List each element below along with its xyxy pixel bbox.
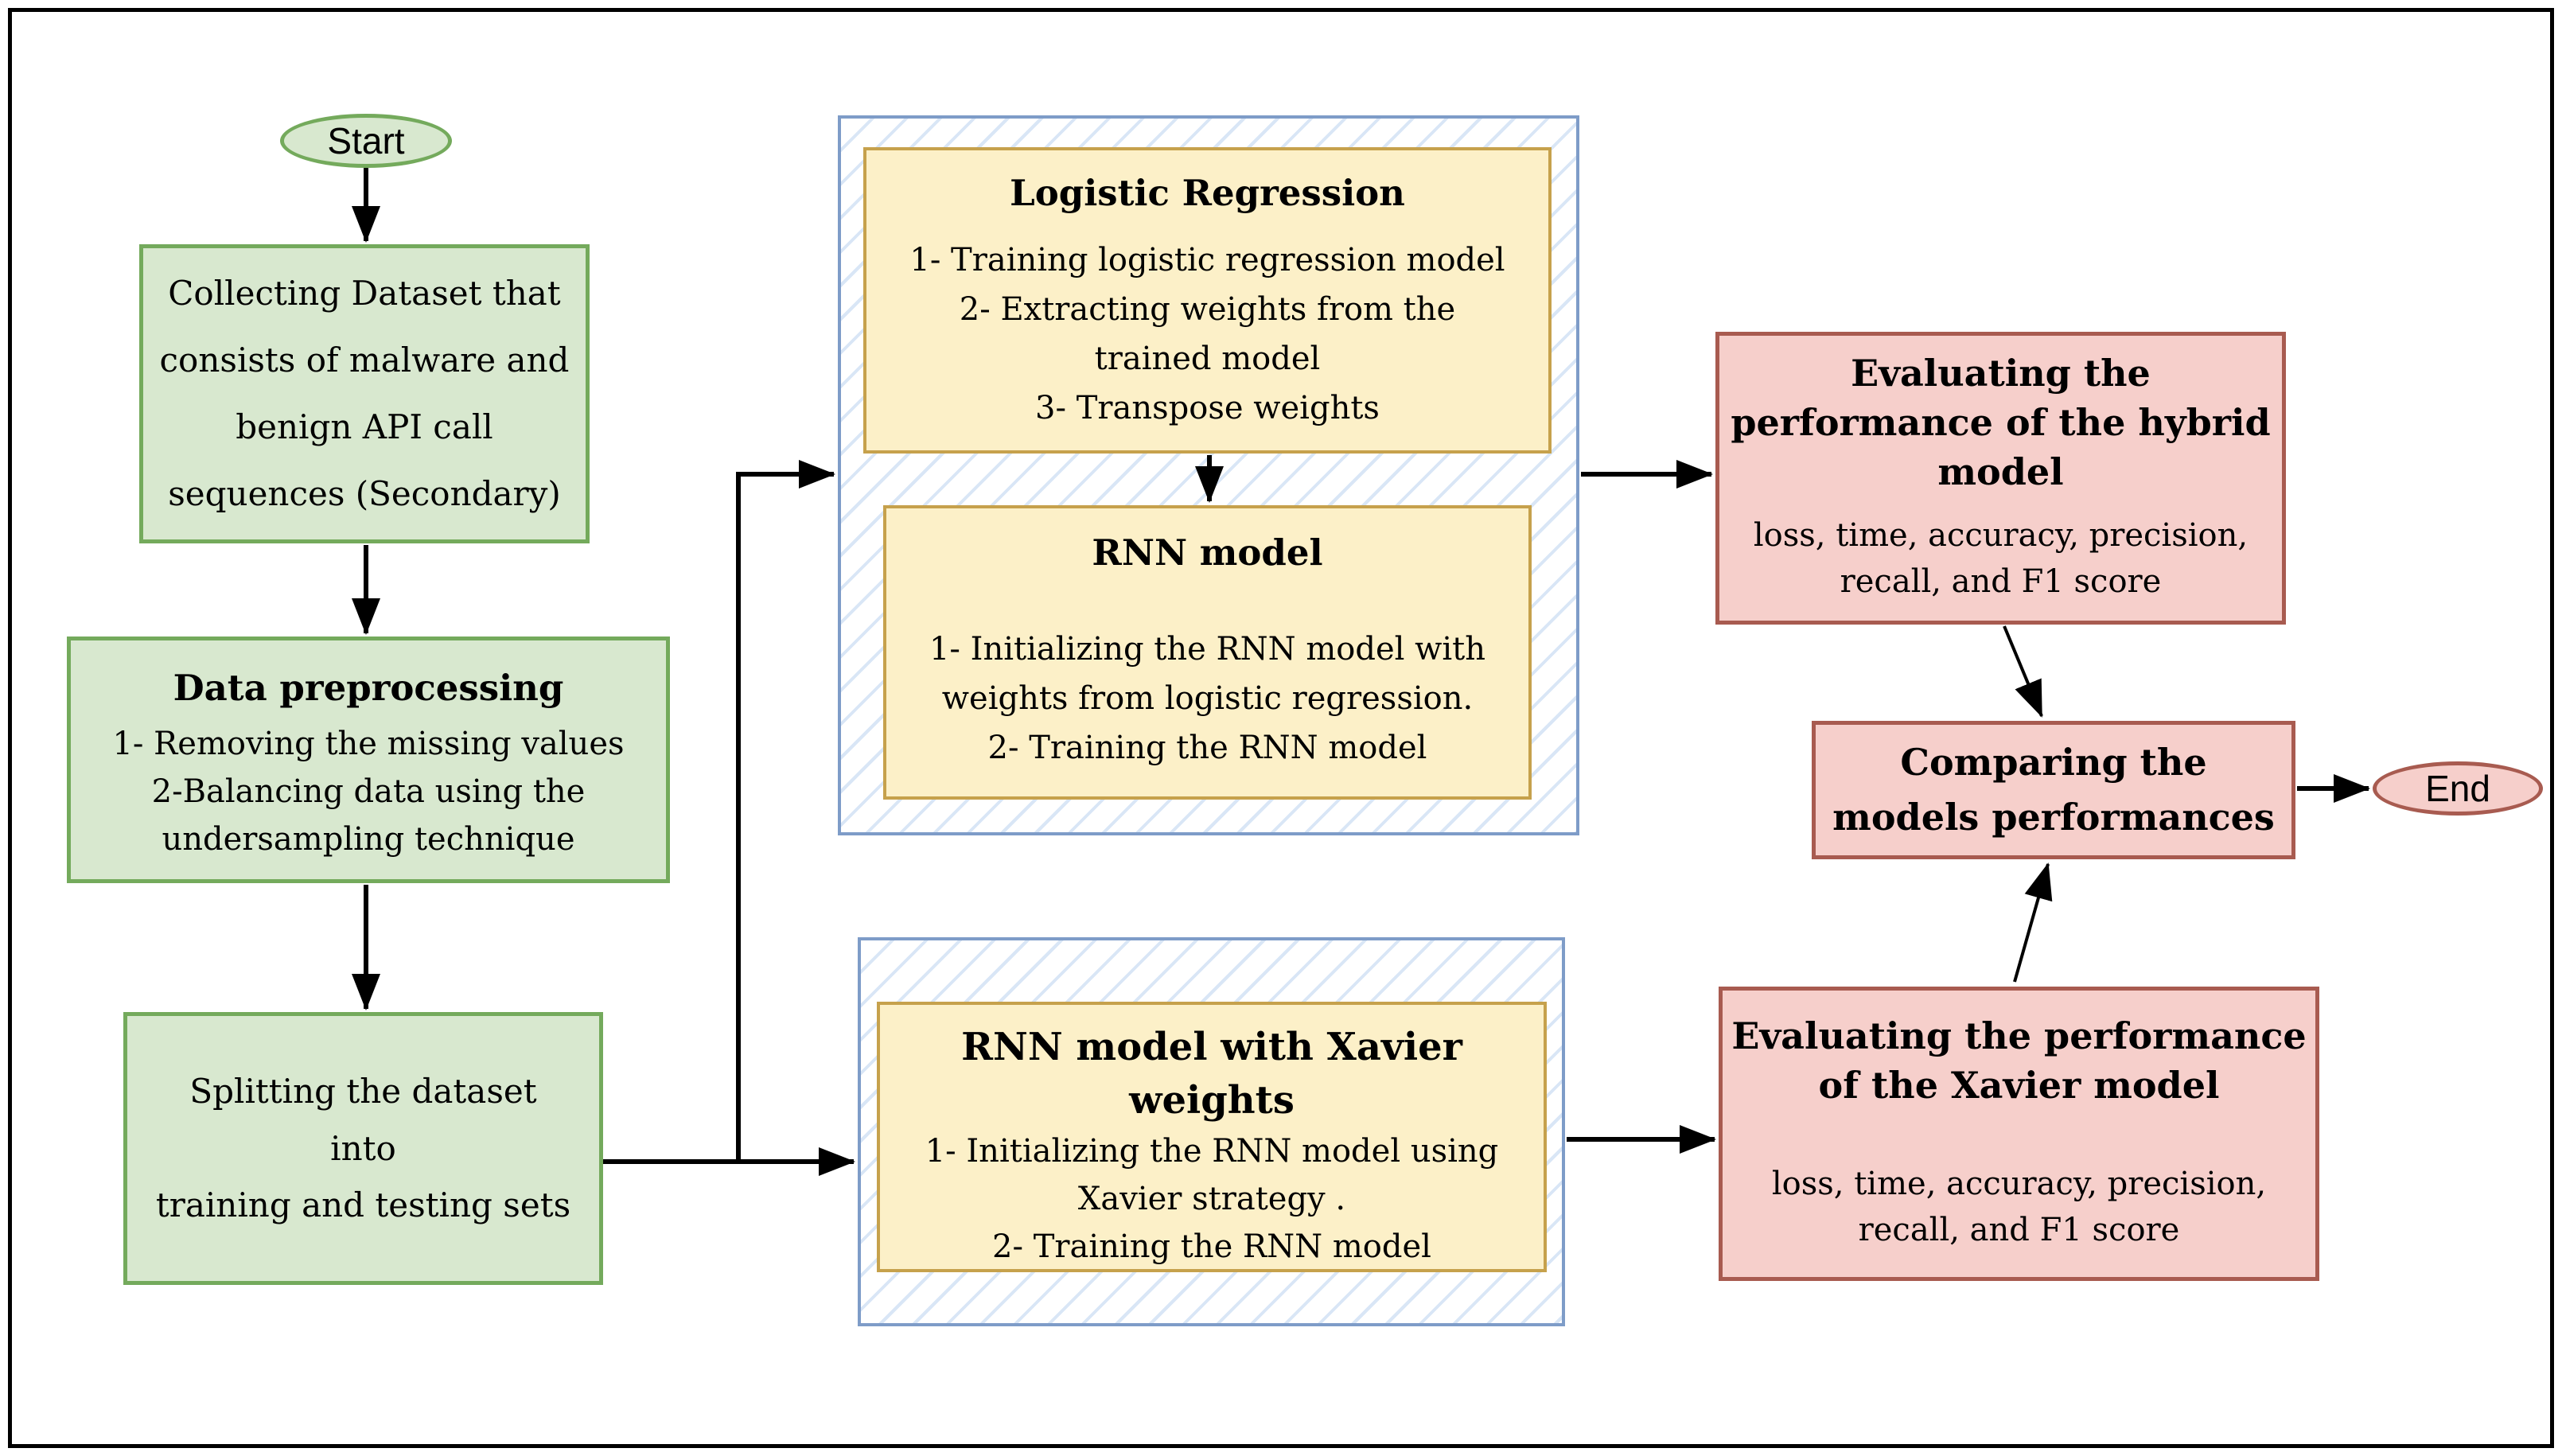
collecting-dataset-box: Collecting Dataset that consists of malw… [139, 244, 590, 543]
start-terminal: Start [280, 114, 452, 168]
box-title: Evaluating the performance of the Xavier… [1731, 1014, 2307, 1108]
rnn-xavier-box: RNN model with Xavier weights 1- Initial… [877, 1002, 1547, 1272]
box-body: 1- Removing the missing values 2-Balanci… [112, 726, 625, 858]
logistic-regression-box: Logistic Regression 1- Training logistic… [863, 147, 1552, 454]
box-body: loss, time, accuracy, precision, recall,… [1771, 1166, 2267, 1248]
box-body: 1- Initializing the RNN model using Xavi… [925, 1133, 1499, 1266]
splitting-dataset-box: Splitting the dataset into training and … [123, 1012, 603, 1285]
data-preprocessing-box: Data preprocessing 1- Removing the missi… [67, 637, 670, 883]
box-title: Data preprocessing [173, 667, 564, 709]
box-title: RNN model with Xavier weights [961, 1025, 1462, 1123]
evaluate-xavier-box: Evaluating the performance of the Xavier… [1719, 987, 2319, 1281]
outer-frame [8, 8, 2554, 1448]
box-body: 1- Training logistic regression model 2-… [909, 242, 1505, 426]
comparing-models-box: Comparing the models performances [1812, 721, 2295, 859]
rnn-model-box: RNN model 1- Initializing the RNN model … [883, 505, 1532, 800]
box-title: RNN model [1092, 531, 1323, 574]
box-body: loss, time, accuracy, precision, recall,… [1753, 517, 2249, 600]
box-title: Logistic Regression [1010, 172, 1405, 214]
box-title: Evaluating the performance of the hybrid… [1731, 352, 2271, 494]
end-terminal: End [2373, 761, 2543, 816]
evaluate-hybrid-box: Evaluating the performance of the hybrid… [1715, 332, 2286, 625]
box-body: 1- Initializing the RNN model with weigh… [929, 631, 1485, 766]
